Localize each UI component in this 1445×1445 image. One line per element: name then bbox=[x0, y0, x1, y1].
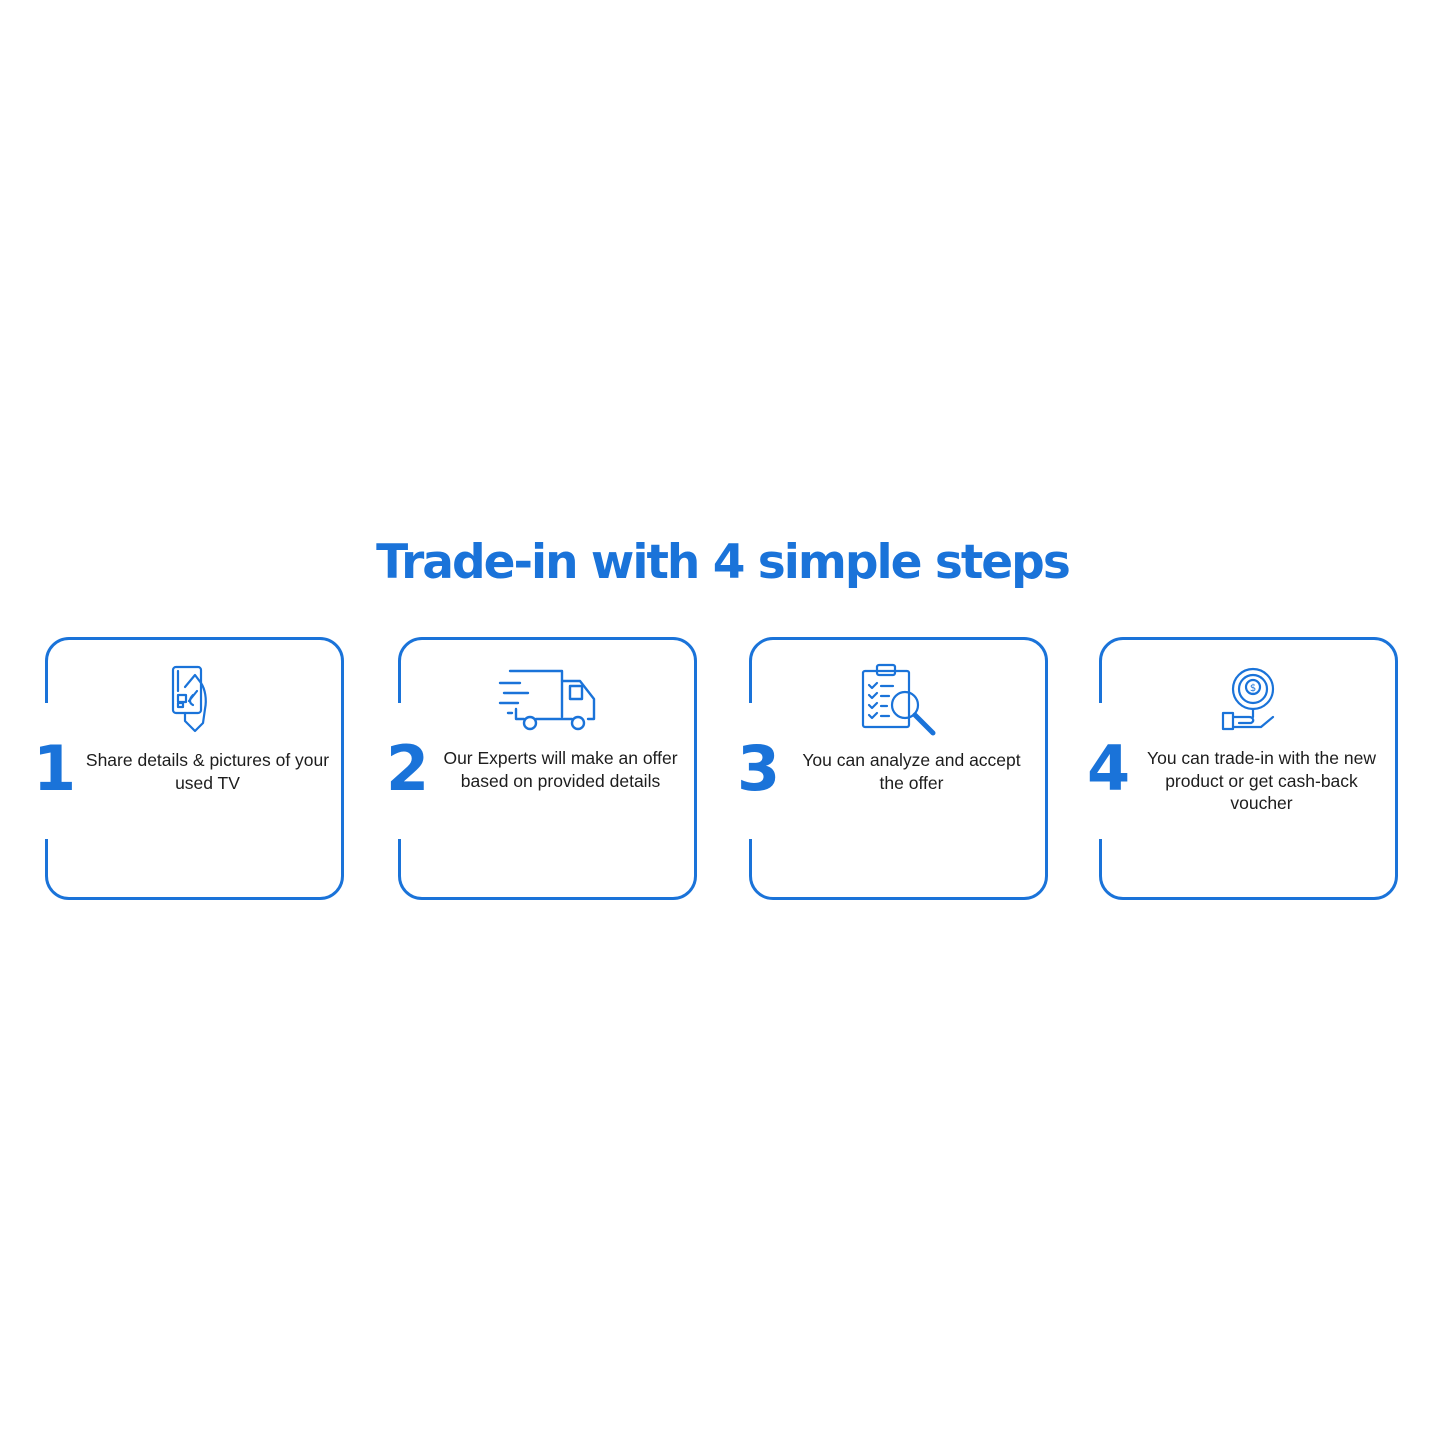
step-card-2: 2 Our Experts will make an offer based o… bbox=[386, 637, 697, 900]
step-number: 4 bbox=[1087, 732, 1131, 805]
step-description: Our Experts will make an offer based on … bbox=[443, 748, 678, 791]
step-number: 3 bbox=[737, 732, 781, 805]
clipboard-magnifier-icon bbox=[849, 661, 953, 739]
step-description: You can analyze and accept the offer bbox=[802, 750, 1021, 793]
step-card-3: 3 You can analyze and accept the offer bbox=[737, 637, 1048, 900]
page-title: Trade-in with 4 simple steps bbox=[376, 535, 1071, 590]
svg-text:$: $ bbox=[1250, 683, 1256, 694]
card-in-hand-icon bbox=[145, 661, 249, 739]
step-description: Share details & pictures of your used TV bbox=[85, 750, 330, 793]
step-card-4: 4 $ You can trade-in with the new produc… bbox=[1087, 637, 1398, 900]
delivery-truck-icon bbox=[498, 661, 602, 739]
step-number: 1 bbox=[33, 732, 77, 805]
hand-coin-icon: $ bbox=[1199, 661, 1303, 739]
step-card-1: 1 Share details & pictures of your used … bbox=[33, 637, 344, 900]
step-description: You can trade-in with the new product or… bbox=[1147, 748, 1376, 813]
step-number: 2 bbox=[386, 732, 430, 805]
